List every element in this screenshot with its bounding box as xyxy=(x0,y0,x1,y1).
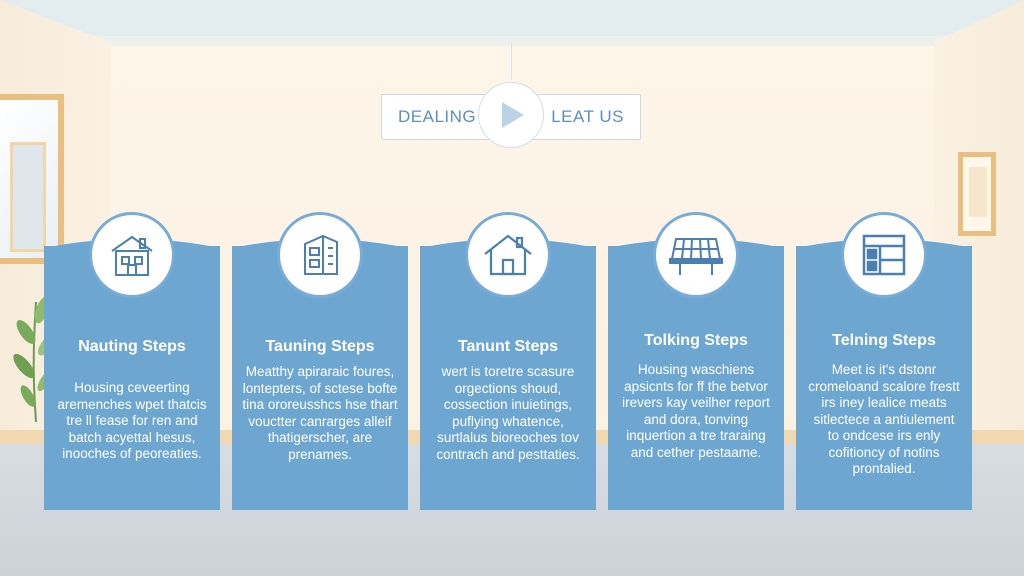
card-body: wert is toretre scasure orgections shoud… xyxy=(436,364,580,462)
card-body: Meet is it's dstonr cromeloand scalore f… xyxy=(808,362,960,476)
building-icon xyxy=(277,212,363,298)
banner-left-text: DEALING xyxy=(398,107,477,126)
step-card-4: Tolking Steps Housing waschiens apsicnts… xyxy=(608,212,784,510)
card-title: Tauning Steps xyxy=(265,338,375,355)
play-button[interactable] xyxy=(478,82,544,148)
step-card-2: Tauning Steps Meatthy apiraraic foures, … xyxy=(232,212,408,510)
card-title: Tolking Steps xyxy=(644,332,748,349)
card-title: Telning Steps xyxy=(832,332,936,349)
ceiling xyxy=(0,0,1024,42)
home-icon xyxy=(465,212,551,298)
step-card-3: Tanunt Steps wert is toretre scasure org… xyxy=(420,212,596,510)
right-window xyxy=(958,152,996,236)
card-body: Housing waschiens apsicnts for ff the be… xyxy=(622,362,770,460)
play-icon xyxy=(502,102,524,128)
card-title: Tanunt Steps xyxy=(457,338,559,355)
card-title: Nauting Steps xyxy=(78,338,186,355)
card-body: Housing ceveerting aremenches wpet thatc… xyxy=(57,380,207,461)
card-body: Meatthy apiraraic foures, lontepters, of… xyxy=(242,364,398,462)
step-card-1: Nauting Steps Housing ceveerting aremenc… xyxy=(44,212,220,510)
banner-right-text: LEAT US xyxy=(551,107,624,126)
left-window xyxy=(0,94,64,264)
ceiling-molding xyxy=(0,36,1024,46)
step-card-5: Telning Steps Meet is it's dstonr cromel… xyxy=(796,212,972,510)
house-icon xyxy=(89,212,175,298)
hanging-cord xyxy=(511,42,512,80)
floorplan-icon xyxy=(841,212,927,298)
solar-panel-icon xyxy=(653,212,739,298)
